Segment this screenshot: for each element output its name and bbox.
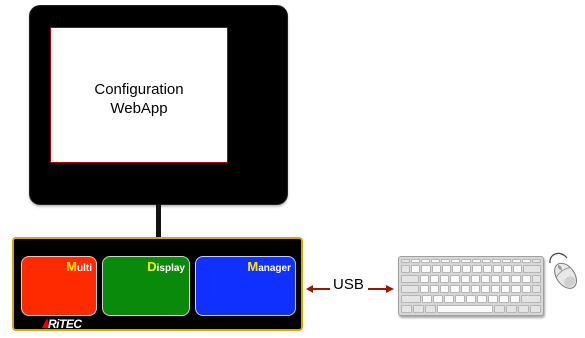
display-pad-rest: isplay <box>156 263 185 274</box>
mouse-icon <box>549 252 577 289</box>
display-pad: Display <box>102 256 190 316</box>
logo-mark-icon <box>42 318 50 328</box>
ritec-logo: RiTEC <box>42 317 102 331</box>
keyboard-home-row <box>401 285 542 293</box>
keyboard-top-row <box>401 275 542 283</box>
multi-pad-rest: ulti <box>77 263 92 274</box>
keyboard-space-row <box>401 305 541 313</box>
screen-caption: Configuration WebApp <box>51 80 227 118</box>
screen-caption-line1: Configuration <box>94 81 184 98</box>
usb-label: USB <box>333 276 364 293</box>
multi-pad: Multi <box>21 256 97 316</box>
display-pad-label: Display <box>147 259 185 274</box>
keyboard-function-row <box>401 259 542 263</box>
keyboard-icon <box>398 256 544 316</box>
logo-text: RiTEC <box>48 317 82 331</box>
control-device: Multi Display Manager RiTEC <box>12 237 303 331</box>
arrow-left-icon <box>306 285 330 293</box>
manager-pad-label: Manager <box>247 259 291 274</box>
multi-pad-initial: M <box>66 259 77 274</box>
manager-pad-rest: anager <box>258 263 291 274</box>
monitor: Configuration WebApp <box>30 6 287 204</box>
arrow-right-icon <box>368 285 394 293</box>
screen-caption-line2: WebApp <box>110 100 168 117</box>
manager-pad: Manager <box>195 256 296 316</box>
monitor-cable <box>156 204 161 238</box>
keyboard-number-row <box>401 265 542 273</box>
keyboard-bottom-row <box>401 295 542 303</box>
manager-pad-initial: M <box>247 259 259 274</box>
monitor-screen: Configuration WebApp <box>50 27 228 163</box>
display-pad-initial: D <box>147 259 157 274</box>
multi-pad-label: Multi <box>66 259 92 274</box>
